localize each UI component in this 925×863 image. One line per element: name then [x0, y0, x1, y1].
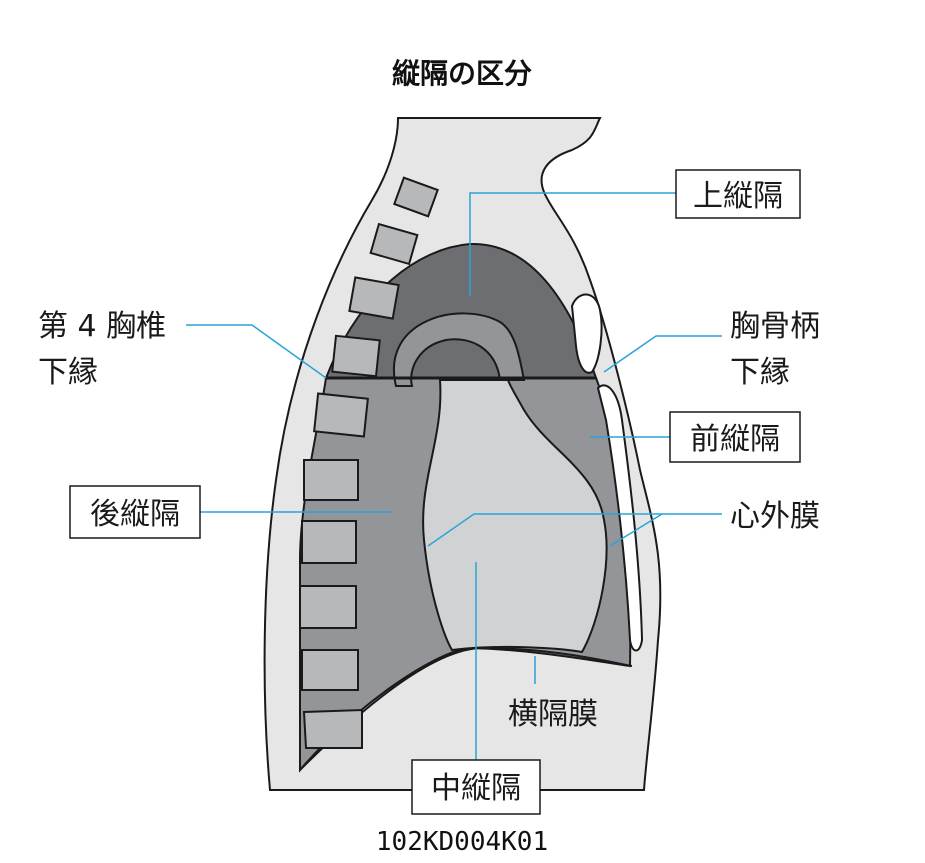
label-posterior-mediastinum: 後縦隔 [90, 497, 180, 532]
vertebral-column [299, 176, 439, 749]
label-diaphragm: 横隔膜 [508, 697, 598, 732]
sternum-manubrium [570, 293, 603, 374]
figure-code: 102KD004K01 [376, 827, 548, 857]
label-t4-line1: 第 4 胸椎 [38, 309, 166, 344]
label-box-middle [411, 759, 541, 815]
leader-lines [186, 192, 722, 760]
leader-pericardium [427, 513, 722, 547]
label-box-anterior [669, 411, 801, 463]
label-middle-mediastinum: 中縦隔 [431, 771, 521, 806]
label-manubrium-line1: 胸骨柄 [730, 309, 820, 344]
vertebra [301, 649, 359, 691]
vertebra [299, 585, 357, 629]
label-box-superior [675, 169, 801, 219]
leader-manubrium [603, 335, 722, 373]
label-anterior-mediastinum: 前縦隔 [690, 422, 780, 457]
diagram-title: 縦隔の区分 [392, 57, 532, 90]
middle-mediastinum-region [422, 379, 608, 654]
vertebra [313, 392, 369, 438]
vertebra [303, 459, 359, 501]
leader-superior [469, 192, 676, 296]
label-t4-line2: 下縁 [38, 355, 98, 390]
label-superior-mediastinum: 上縦隔 [693, 179, 783, 214]
leader-t4 [186, 324, 327, 379]
vertebra [301, 520, 357, 564]
label-box-posterior [69, 485, 201, 539]
label-manubrium-line2: 下縁 [730, 355, 790, 390]
vertebra [302, 708, 363, 749]
vertebra [393, 176, 439, 218]
vertebra [348, 276, 400, 320]
vertebra [331, 334, 381, 378]
leader-pericardium-2 [609, 513, 663, 547]
sternum-body [596, 384, 644, 652]
vertebra [369, 222, 419, 266]
label-pericardium: 心外膜 [730, 499, 820, 534]
